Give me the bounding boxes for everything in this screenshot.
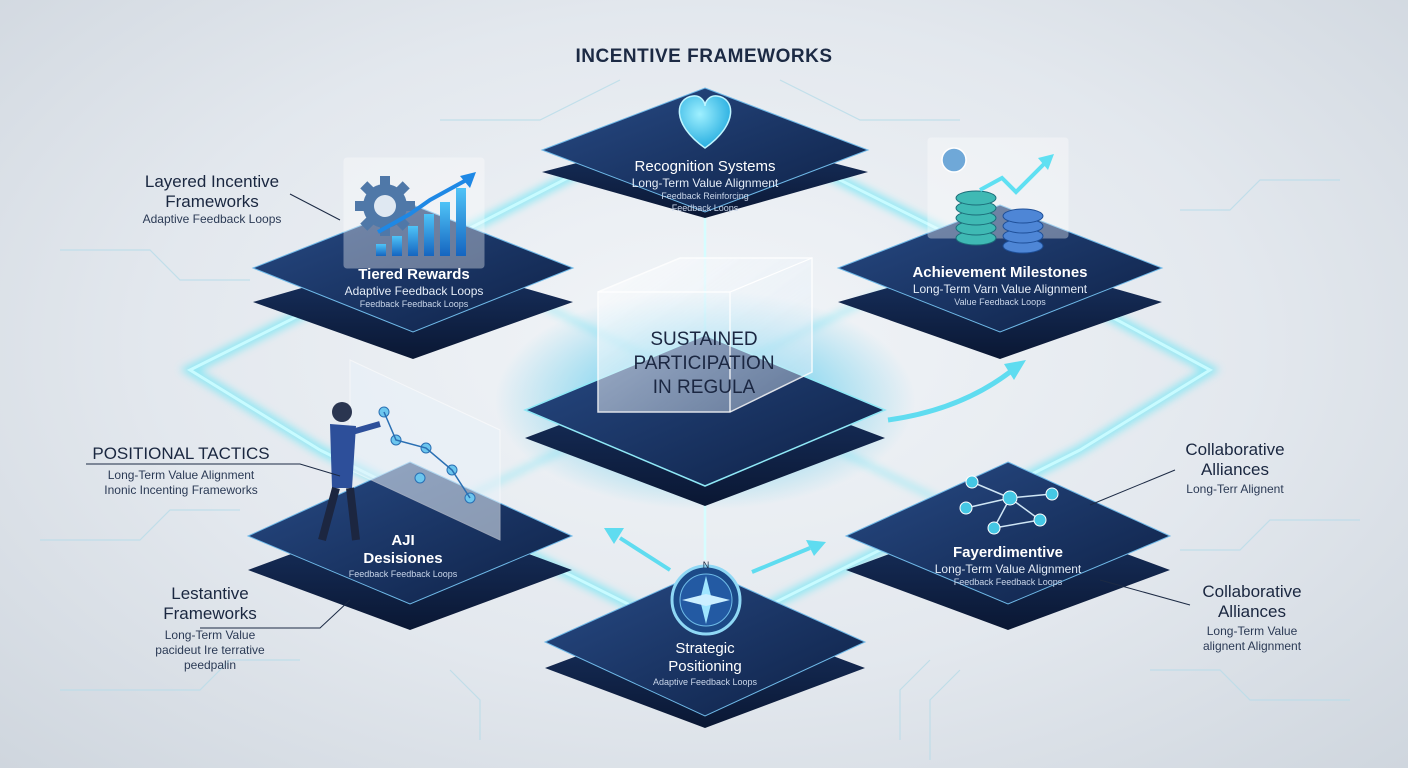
side-collab2-h2: Alliances — [1217, 602, 1287, 621]
side-collab2-h1: Collaborative — [1202, 582, 1302, 601]
side-positional-h1: POSITIONAL TACTICS — [92, 444, 270, 463]
side-lestantive-s1: Long-Term Value — [164, 628, 256, 642]
card-fayerdimentive-tiny-1: Feedback Feedback Loops — [953, 577, 1063, 587]
card-fayerdimentive-text: Fayerdimentive Long-Term Value Alignment… — [888, 544, 1128, 588]
card-recognition[interactable] — [540, 87, 870, 218]
growth-chart-icon — [376, 172, 476, 256]
page-title: INCENTIVE FRAMEWORKS — [575, 46, 833, 67]
card-recognition-sub: Long-Term Value Alignment — [631, 176, 779, 190]
circuit-traces — [40, 79, 1360, 760]
side-positional-s1: Long-Term Value Alignment — [107, 468, 255, 482]
network-icon — [959, 475, 1059, 535]
card-recognition-title: Recognition Systems — [634, 158, 776, 175]
glass-cube — [597, 257, 813, 413]
side-label-collab-1: Collaborative Alliances Long-Terr Aligne… — [1160, 440, 1310, 497]
card-recognition-tiny-2: Feedback Loops — [671, 203, 739, 213]
side-label-collab-2: Collaborative Alliances Long-Term Value … — [1172, 582, 1332, 654]
glow-connectors — [179, 104, 1221, 646]
card-decisions-tiny-1: Feedback Feedback Loops — [348, 569, 458, 579]
side-collab1-h1: Collaborative — [1185, 440, 1285, 459]
side-collab1-h2: Alliances — [1200, 460, 1270, 479]
side-collab1-s1: Long-Terr Alignent — [1186, 482, 1284, 496]
compass-north-label: N — [702, 560, 710, 570]
card-strategic-tiny-1: Adaptive Feedback Loops — [652, 677, 758, 687]
side-label-lestantive: Lestantive Frameworks Long-Term Value pa… — [120, 584, 300, 673]
card-strategic-title-2: Positioning — [668, 658, 742, 675]
card-recognition-tiny-1: Feedback Reinforcing — [661, 191, 749, 201]
card-decisions-title-2: Desisiones — [363, 550, 443, 567]
card-achievement-title: Achievement Milestones — [912, 264, 1088, 281]
card-decisions-text: AJI Desisiones Feedback Feedback Loops — [318, 532, 488, 580]
card-fayerdimentive-title: Fayerdimentive — [952, 544, 1064, 561]
compass-icon — [670, 564, 742, 636]
arrows — [604, 360, 1026, 574]
card-achievement[interactable] — [836, 204, 1164, 359]
card-tiered-tiny-1: Feedback Feedback Loops — [359, 299, 469, 309]
card-tiered-sub: Adaptive Feedback Loops — [344, 284, 484, 298]
side-lestantive-s3: peedpalin — [183, 658, 237, 672]
side-lestantive-h1: Lestantive — [171, 584, 249, 603]
card-achievement-tiny-1: Value Feedback Loops — [954, 297, 1046, 307]
leader-lines — [86, 193, 1191, 629]
side-collab2-s2: alignent Alignment — [1202, 639, 1302, 653]
side-lestantive-h2: Frameworks — [163, 604, 257, 623]
center-label: SUSTAINED PARTICIPATION IN REGULA — [596, 288, 812, 420]
card-recognition-text: Recognition Systems Long-Term Value Alig… — [585, 158, 825, 214]
card-strategic[interactable] — [543, 569, 867, 728]
side-layered-h1: Layered Incentive — [144, 172, 280, 191]
center-line-2: PARTICIPATION — [633, 353, 775, 374]
side-lestantive-s2: pacideut Ire terrative — [155, 643, 265, 657]
dollar-icon — [941, 147, 967, 173]
card-strategic-text: Strategic Positioning Adaptive Feedback … — [605, 640, 805, 688]
side-collab2-s1: Long-Term Value — [1206, 624, 1298, 638]
coins-icon — [955, 154, 1054, 254]
card-strategic-title-1: Strategic — [675, 640, 735, 657]
card-tiered[interactable] — [251, 204, 575, 359]
person-icon — [318, 402, 381, 542]
side-layered-h2: Frameworks — [165, 192, 259, 211]
card-decisions[interactable] — [246, 461, 574, 630]
card-tiered-text: Tiered Rewards Adaptive Feedback Loops F… — [294, 266, 534, 310]
center-line-1: SUSTAINED — [650, 329, 758, 350]
side-label-positional: POSITIONAL TACTICS Long-Term Value Align… — [76, 444, 286, 498]
side-label-layered: Layered Incentive Frameworks Adaptive Fe… — [112, 172, 312, 227]
side-layered-s1: Adaptive Feedback Loops — [142, 212, 282, 226]
card-fayerdimentive[interactable] — [844, 461, 1172, 630]
card-achievement-text: Achievement Milestones Long-Term Varn Va… — [880, 264, 1120, 308]
card-decisions-title-1: AJI — [391, 532, 415, 549]
card-fayerdimentive-sub: Long-Term Value Alignment — [934, 562, 1082, 576]
card-achievement-sub: Long-Term Varn Value Alignment — [912, 282, 1088, 296]
card-tiered-title: Tiered Rewards — [358, 266, 470, 283]
side-positional-s2: Inonic Incenting Frameworks — [104, 483, 258, 497]
center-line-3: IN REGULA — [652, 377, 756, 398]
heart-icon — [678, 95, 732, 149]
